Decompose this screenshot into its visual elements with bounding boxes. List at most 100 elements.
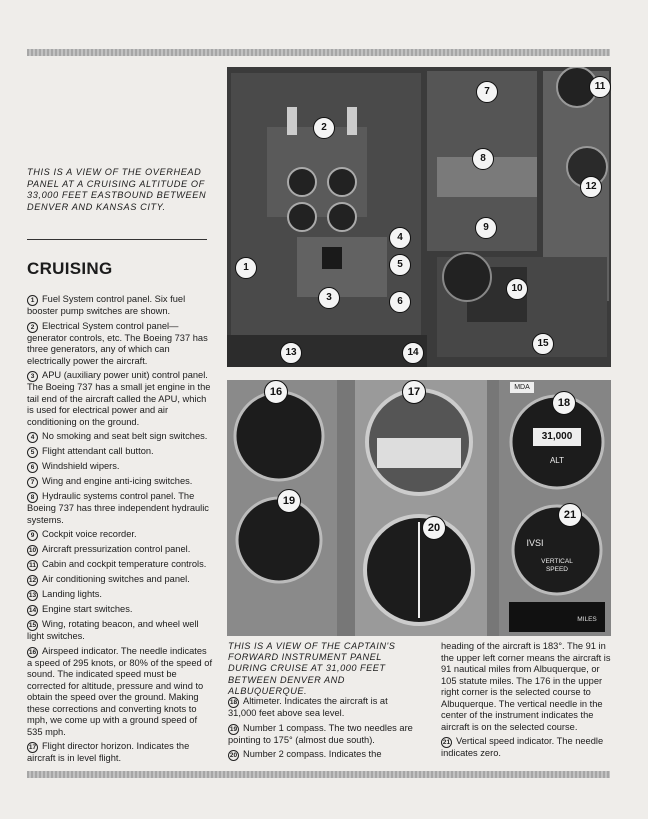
item-text: Flight director horizon. Indicates the a… xyxy=(27,741,190,763)
item-number-badge: 18 xyxy=(228,697,239,708)
callout-17: 17 xyxy=(402,380,426,404)
callout-19: 19 xyxy=(277,489,301,513)
item-11: 11 Cabin and cockpit temperature controls… xyxy=(27,559,214,571)
item-4: 4 No smoking and seat belt sign switches. xyxy=(27,431,214,443)
ivsi-label: IVSI xyxy=(526,538,544,548)
item-text: Air conditioning switches and panel. xyxy=(42,574,190,584)
item-text: Flight attendant call button. xyxy=(42,446,154,456)
callout-11: 11 xyxy=(589,76,611,98)
item-20: 20 Number 2 compass. Indicates the xyxy=(228,749,418,761)
altimeter-readout: 31,000 xyxy=(541,431,573,442)
item-13: 13 Landing lights. xyxy=(27,589,214,601)
callout-2: 2 xyxy=(313,117,335,139)
callout-10: 10 xyxy=(506,278,528,300)
item-number-badge: 5 xyxy=(27,447,38,458)
section-divider xyxy=(27,239,207,240)
item-text: Engine start switches. xyxy=(42,604,133,614)
item-number-badge: 7 xyxy=(27,477,38,488)
overhead-panel-illustration xyxy=(227,67,611,367)
top-decorative-rule xyxy=(27,49,610,56)
callout-20: 20 xyxy=(422,516,446,540)
callout-18: 18 xyxy=(552,391,576,415)
continuation-paragraph: heading of the aircraft is 183°. The 91 … xyxy=(441,641,611,732)
item-number-badge: 1 xyxy=(27,295,38,306)
alt-label: ALT xyxy=(549,456,565,465)
item-number-badge: 20 xyxy=(228,750,239,761)
item-text: APU (auxiliary power unit) control panel… xyxy=(27,370,211,427)
item-number-badge: 14 xyxy=(27,605,38,616)
callout-16: 16 xyxy=(264,380,288,404)
item-text: Hydraulic systems control panel. The Boe… xyxy=(27,491,209,525)
callout-9: 9 xyxy=(475,217,497,239)
item-text: Landing lights. xyxy=(42,589,102,599)
item-6: 6 Windshield wipers. xyxy=(27,461,214,473)
callout-15: 15 xyxy=(532,333,554,355)
callout-13: 13 xyxy=(280,342,302,364)
item-number-badge: 10 xyxy=(27,545,38,556)
item-number-badge: 17 xyxy=(27,742,38,753)
miles-label: MILES xyxy=(577,616,597,623)
callout-6: 6 xyxy=(389,291,411,313)
item-number-badge: 11 xyxy=(27,560,38,571)
forward-instrument-panel-photo: MDA 31,000 ALT IVSI VERTICAL SPEED MILES… xyxy=(227,380,611,636)
item-text: Windshield wipers. xyxy=(42,461,120,471)
bottom-decorative-rule xyxy=(27,771,610,778)
item-text: Wing, rotating beacon, and wheel well li… xyxy=(27,619,199,641)
item-number-badge: 21 xyxy=(441,737,452,748)
item-number-badge: 13 xyxy=(27,590,38,601)
item-5: 5 Flight attendant call button. xyxy=(27,446,214,458)
item-number-badge: 19 xyxy=(228,723,239,735)
callout-7: 7 xyxy=(476,81,498,103)
callout-5: 5 xyxy=(389,254,411,276)
item-text: Altimeter. Indicates the aircraft is at … xyxy=(228,696,388,718)
item-text: No smoking and seat belt sign switches. xyxy=(42,431,208,441)
item-text: Wing and engine anti-icing switches. xyxy=(42,476,193,486)
item-12: 12 Air conditioning switches and panel. xyxy=(27,574,214,586)
item-number-badge: 16 xyxy=(27,646,38,658)
item-number-badge: 3 xyxy=(27,371,38,382)
section-heading: CRUISING xyxy=(27,259,113,278)
item-text: Vertical speed indicator. The needle ind… xyxy=(441,736,604,758)
item-number-badge: 2 xyxy=(27,321,38,333)
overhead-panel-photo: 1 2 3 4 5 6 7 8 9 10 11 12 13 14 15 xyxy=(227,67,611,367)
item-text: Number 1 compass. The two needles are po… xyxy=(228,722,413,745)
item-text: Electrical System control panel—generato… xyxy=(27,320,208,366)
callout-8: 8 xyxy=(472,148,494,170)
item-7: 7 Wing and engine anti-icing switches. xyxy=(27,476,214,488)
item-number-badge: 6 xyxy=(27,462,38,473)
item-text: Cabin and cockpit temperature controls. xyxy=(42,559,207,569)
text-column-right: heading of the aircraft is 183°. The 91 … xyxy=(441,641,613,763)
callout-12: 12 xyxy=(580,176,602,198)
item-text: Aircraft pressurization control panel. xyxy=(42,544,191,554)
item-number-badge: 4 xyxy=(27,432,38,443)
overhead-photo-caption: THIS IS A VIEW OF THE OVERHEAD PANEL AT … xyxy=(27,167,207,212)
callout-4: 4 xyxy=(389,227,411,249)
item-number-badge: 12 xyxy=(27,575,38,586)
vertical-speed-label: VERTICAL SPEED xyxy=(541,558,573,573)
callout-3: 3 xyxy=(318,287,340,309)
item-number-badge: 9 xyxy=(27,530,38,541)
forward-photo-caption: THIS IS A VIEW OF THE CAPTAIN'S FORWARD … xyxy=(228,641,396,696)
callout-1: 1 xyxy=(235,257,257,279)
item-number-badge: 15 xyxy=(27,620,38,631)
item-text: Number 2 compass. Indicates the xyxy=(243,749,382,759)
callout-14: 14 xyxy=(402,342,424,364)
mda-label: MDA xyxy=(510,382,534,393)
item-text: Airspeed indicator. The needle indicates… xyxy=(27,645,213,737)
item-10: 10 Aircraft pressurization control panel. xyxy=(27,544,214,556)
item-14: 14 Engine start switches. xyxy=(27,604,214,616)
item-number-badge: 8 xyxy=(27,492,38,503)
